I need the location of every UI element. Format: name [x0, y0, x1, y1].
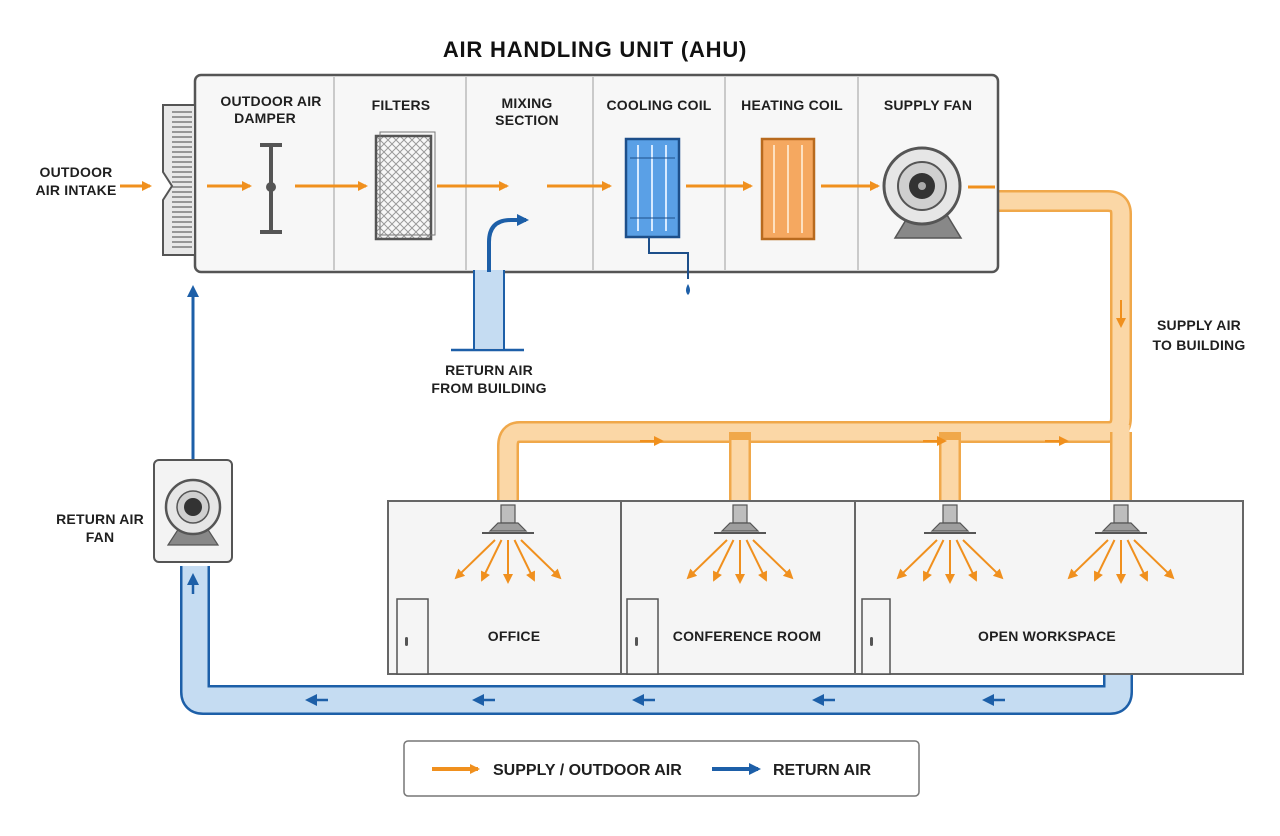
room-label-conference: CONFERENCE ROOM	[673, 628, 821, 644]
diffuser-flow-arrow	[713, 539, 735, 582]
return-air-fan	[153, 459, 233, 563]
diffuser-flow-arrow	[1126, 539, 1148, 582]
cooling-coil-icon	[624, 137, 690, 295]
damper-icon	[260, 143, 282, 234]
diffuser-flow-arrow	[955, 539, 977, 582]
diffusers	[454, 504, 1175, 584]
diffuser-flow-arrow	[896, 539, 938, 580]
diffuser-flow-arrow	[520, 539, 562, 580]
diffuser-flow-arrow	[513, 539, 535, 582]
section-label-supply-fan: SUPPLY FAN	[884, 97, 972, 113]
building: OFFICE CONFERENCE ROOM OPEN WORKSPACE	[387, 500, 1244, 675]
return-air-inlet	[451, 214, 529, 352]
diffuser-flow-arrow	[752, 539, 794, 580]
legend: SUPPLY / OUTDOOR AIR RETURN AIR	[403, 740, 920, 797]
louver-icon	[162, 104, 196, 256]
diagram-title: AIR HANDLING UNIT (AHU)	[443, 37, 747, 62]
door-icon	[396, 598, 429, 675]
return-duct	[180, 566, 1133, 715]
diffuser-flow-arrow	[962, 539, 1004, 580]
fan-icon	[184, 498, 202, 516]
room-label-open-workspace: OPEN WORKSPACE	[978, 628, 1116, 644]
diffuser-icon	[714, 504, 766, 534]
return-flow-arrows	[187, 573, 1005, 706]
heating-coil-icon	[760, 137, 816, 241]
condensate-drop-icon	[686, 284, 690, 295]
section-label-heating-coil: HEATING COIL	[741, 97, 843, 113]
diffuser-flow-arrow	[1067, 539, 1109, 580]
section-label-filters: FILTERS	[372, 97, 431, 113]
door-icon	[861, 598, 891, 675]
diffuser-flow-arrow	[1094, 539, 1116, 582]
filter-icon	[374, 131, 436, 241]
section-label-cooling-coil: COOLING COIL	[606, 97, 711, 113]
diffuser-icon	[1095, 504, 1147, 534]
diffuser-flow-arrow	[454, 539, 496, 580]
room-label-office: OFFICE	[488, 628, 541, 644]
supply-fan-icon	[882, 146, 963, 239]
supply-duct	[497, 190, 1132, 505]
diffuser-icon	[482, 504, 534, 534]
legend-supply-label: SUPPLY / OUTDOOR AIR	[493, 762, 682, 779]
diffuser-flow-arrow	[745, 539, 767, 582]
supply-flow-arrows	[640, 300, 1126, 446]
legend-return-label: RETURN AIR	[773, 762, 872, 779]
door-icon	[626, 598, 659, 675]
diffuser-flow-arrow	[686, 539, 728, 580]
diffuser-flow-arrow	[1133, 539, 1175, 580]
diffuser-flow-arrow	[481, 539, 503, 582]
diffuser-icon	[924, 504, 976, 534]
diffuser-flow-arrow	[923, 539, 945, 582]
